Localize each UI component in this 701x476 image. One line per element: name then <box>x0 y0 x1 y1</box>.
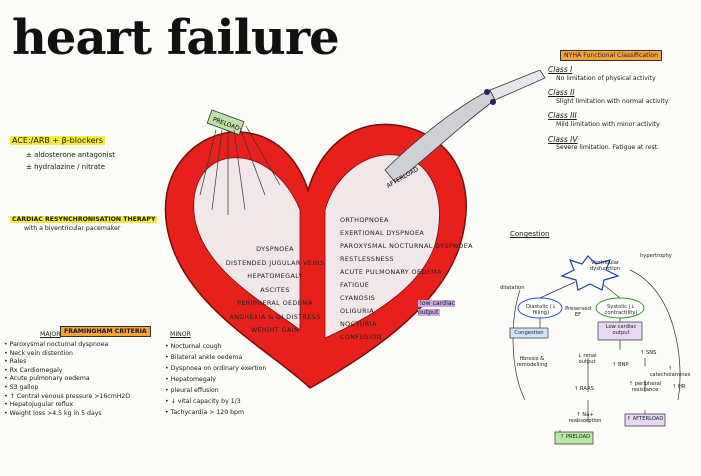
congestion-text: Congestion <box>510 230 550 238</box>
treatment-line-3: ± hydralazine / nitrate <box>26 163 106 171</box>
congestion-label: Congestion <box>510 230 549 239</box>
left-sign: DISTENDED JUGULAR VEINS <box>225 258 325 267</box>
minor-item: • Dyspnoea on ordinary exertion <box>165 365 267 372</box>
major-item: • Neck vein distention <box>4 349 73 357</box>
right-sign: CONFUSION <box>340 333 382 341</box>
right-signs-list: ORTHOPNOEA EXERTIONAL DYSPNOEA PAROXYSMA… <box>340 214 510 344</box>
nyha-class-4: Class IV Severe limitation. Fatigue at r… <box>548 134 698 153</box>
flow-preserved-ef: Preserved EF <box>565 306 591 318</box>
major-title: MAJOR <box>40 331 61 338</box>
low-output-label: low cardiac output <box>418 300 456 316</box>
nyha-class-1: Class I No limitation of physical activi… <box>548 65 698 83</box>
left-sign: DYSPNOEA <box>256 245 294 253</box>
flow-afterload: ↑ AFTERLOAD <box>626 416 664 422</box>
minor-item: • Nocturnal cough <box>165 343 222 350</box>
crt-title: CARDIAC RESYNCHRONISATION THERAPY <box>10 216 158 223</box>
left-chamber <box>324 154 440 339</box>
framingham-title-text: FRAMINGHAM CRITERIA <box>60 326 151 337</box>
flow-renal: ↓ renal output <box>577 353 597 365</box>
ventricular-dysfunction-shape <box>560 255 620 291</box>
major-item: • Rx Cardiomegaly <box>4 366 63 374</box>
major-criteria-list: • Paroxysmal nocturnal dyspnoea • Neck v… <box>4 341 164 418</box>
flow-sns: ↑ SNS <box>640 350 657 356</box>
right-chamber <box>193 157 301 331</box>
flow-congestion: Congestion <box>514 330 544 336</box>
flow-low-output: Low cardiac output <box>605 324 637 336</box>
crt-block: CARDIAC RESYNCHRONISATION THERAPY with a… <box>10 216 158 233</box>
minor-criteria-list: • Nocturnal cough • Bilateral ankle oede… <box>165 341 305 418</box>
nyha-class-3: Class III Mild limitation with minor act… <box>548 112 698 129</box>
preload-arrows <box>199 125 281 215</box>
framingham-title: FRAMINGHAM CRITERIA <box>60 318 151 337</box>
treatment-line-1: ACE:/ARB + β-blockers <box>10 136 105 145</box>
major-item: • Hepatojugular reflux <box>4 401 74 409</box>
right-sign: EXERTIONAL DYSPNOEA <box>340 229 425 237</box>
right-sign: FATIGUE <box>340 281 370 289</box>
treatment-line-2: ± aldosterone antagonist <box>26 151 115 159</box>
nyha-list: Class I No limitation of physical activi… <box>548 65 698 153</box>
nyha-title-text: NYHA Functional Classification <box>560 50 662 61</box>
flow-diastolic: Diastolic (↓ filling) <box>525 304 557 316</box>
flow-na-reabsorption: ↑ Na+ reabsorption <box>568 412 602 424</box>
minor-item: • ↓ vital capacity by 1/3 <box>165 398 241 405</box>
major-item: • Rales <box>4 358 27 366</box>
left-sign: ASCITES <box>260 285 290 294</box>
pathophysiology-flow-diagram <box>509 255 681 445</box>
right-sign: ORTHOPNOEA <box>340 216 389 224</box>
major-item: • Paroxysmal nocturnal dyspnoea <box>4 341 109 348</box>
left-sign: PERIPHERAL OEDEMA <box>237 299 313 307</box>
flow-raas: ↑ RAAS <box>574 386 594 392</box>
low-output-note: low cardiac output <box>418 300 468 317</box>
nyha-class-name: Class II <box>548 88 575 98</box>
page-title: heart failure <box>12 10 340 66</box>
flow-remodel: fibrosis & remodelling <box>516 356 548 368</box>
right-sign: ACUTE PULMONARY OEDEMA <box>340 268 442 276</box>
nyha-class-name: Class IV <box>548 134 578 144</box>
flow-bnp: ↑ BNP <box>612 362 629 368</box>
flow-catecholamines: ↑ catecholamines <box>649 366 691 378</box>
flow-hr: ↑ HR <box>672 384 686 390</box>
minor-item: • Bilateral ankle oedema <box>165 354 243 361</box>
flow-preload: ↑ PRELOAD <box>559 434 591 440</box>
nyha-class-desc: Mild limitation with minor activity <box>556 120 660 128</box>
major-item: • S3 gallop <box>4 383 39 391</box>
minor-item: • Hepatomegaly <box>165 376 216 383</box>
flow-systolic: Systolic (↓ contractility) <box>604 304 638 316</box>
nyha-title: NYHA Functional Classification <box>560 42 662 61</box>
preload-vessel: PRELOAD <box>206 109 245 136</box>
left-sign: ANOREXIA & GI DISTRESS <box>229 312 321 321</box>
right-sign: RESTLESSNESS <box>340 255 394 263</box>
minor-item: • Tachycardia > 120 bpm <box>165 409 244 416</box>
major-item: • ↑ Central venous pressure >16cmH2O <box>4 392 131 400</box>
nyha-class-desc: No limitation of physical activity <box>556 74 656 82</box>
minor-item: • pleural effusion <box>165 387 219 394</box>
right-sign: OLIGURIA <box>340 307 375 315</box>
flow-center: Ventricular dysfunction <box>589 260 621 272</box>
crt-subtitle: with a biventricular pacemaker <box>24 224 121 232</box>
right-sign: CYANOSIS <box>340 294 376 302</box>
nyha-class-desc: Slight limitation with normal activity <box>556 97 669 105</box>
major-item: • Weight loss >4.5 kg in 5 days <box>4 409 102 417</box>
right-sign: NOCTURIA <box>340 320 377 328</box>
nyha-class-name: Class III <box>548 111 577 121</box>
right-sign: PAROXYSMAL NOCTURNAL DYSPNOEA <box>340 242 473 250</box>
major-item: • Acute pulmonary oedema <box>4 375 90 383</box>
nyha-class-name: Class I <box>548 65 573 74</box>
heart-illustration: PRELOAD AFTERLOAD <box>164 70 546 389</box>
flow-hypertrophy: hypertrophy <box>640 253 672 259</box>
treatment-block: ACE:/ARB + β-blockers ± aldosterone anta… <box>10 136 115 172</box>
flow-peripheral-resistance: ↑ peripheral resistance <box>628 381 662 393</box>
left-sign: HEPATOMEGALY <box>247 272 303 280</box>
minor-title: MINOR <box>170 331 191 338</box>
flow-dilatation: dilatation <box>500 285 525 291</box>
left-signs-list: DYSPNOEA DISTENDED JUGULAR VEINS HEPATOM… <box>205 243 345 338</box>
nyha-class-desc: Severe limitation. Fatigue at rest. <box>556 144 660 152</box>
nyha-class-2: Class II Slight limitation with normal a… <box>548 89 698 106</box>
left-sign: WEIGHT GAIN <box>250 326 300 334</box>
